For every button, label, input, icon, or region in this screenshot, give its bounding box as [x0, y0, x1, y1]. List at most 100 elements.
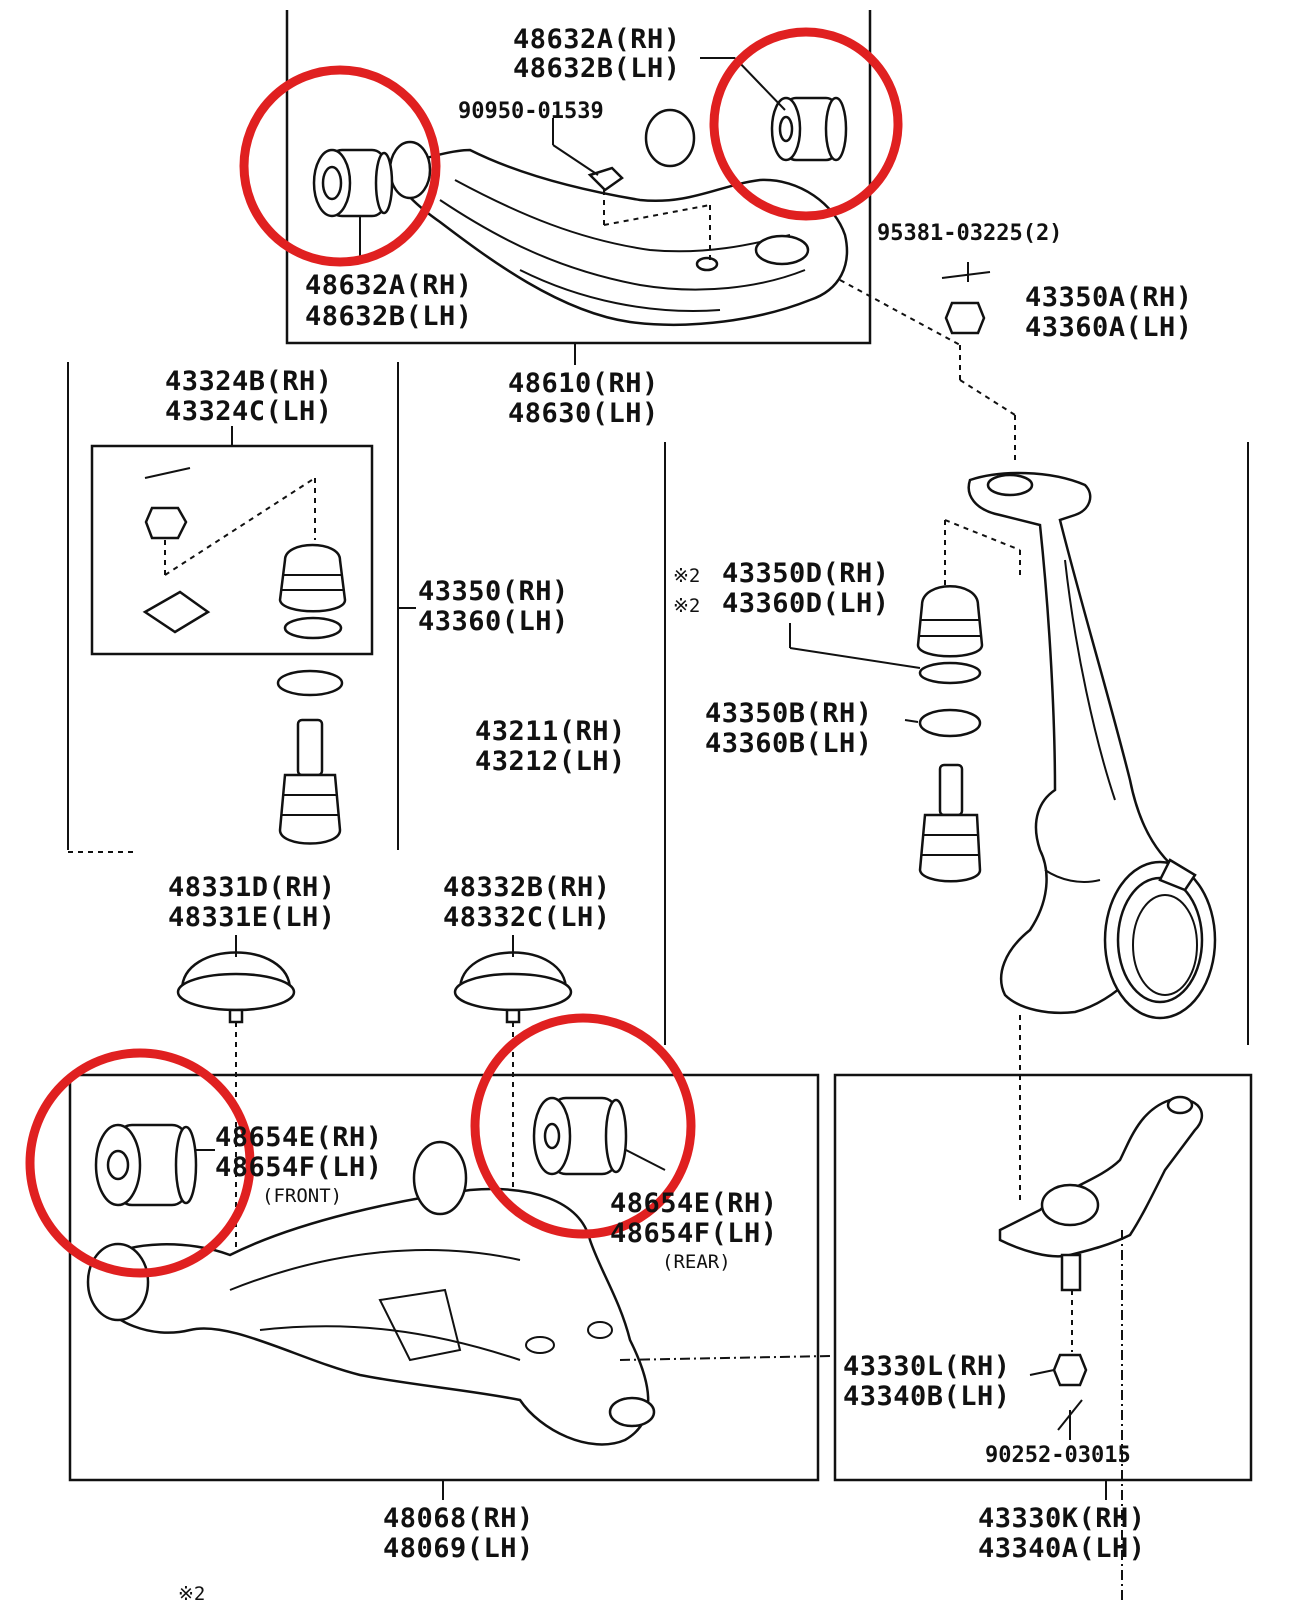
upper-arm-frame [285, 10, 872, 345]
boot-kit-contents [142, 467, 347, 640]
lower-arm-ball-seat [608, 1396, 656, 1428]
lower-arm-front-eye [86, 1242, 150, 1322]
label-48068: 48068(RH) [383, 1503, 534, 1534]
bump-stoppers [176, 935, 573, 1290]
label-48331d: 48331D(RH) [168, 872, 336, 903]
label-48632a-top: 48632A(RH) [513, 24, 681, 55]
lower-arm-hole-1 [525, 1336, 555, 1354]
snap-ring-b-icon [918, 708, 982, 738]
rear-bushing-leader [625, 1149, 666, 1171]
label-mark-2-a: ※2 [673, 565, 700, 587]
hub-bore [1132, 894, 1198, 996]
bolt-leader-2 [552, 144, 599, 176]
label-48654e-rear: 48654E(RH) [610, 1188, 778, 1219]
label-43350a: 43350A(RH) [1025, 282, 1193, 313]
boot-d-ring-icon [918, 661, 982, 685]
cotter-upper-icon [941, 271, 991, 279]
label-48632a-left: 48632A(RH) [305, 270, 473, 301]
upper-castle-nut-icon [944, 301, 986, 335]
ball-stud-icon [296, 718, 324, 777]
lower-arm-rear-eye [412, 1140, 468, 1216]
stopper-right-stud [505, 1008, 521, 1024]
lower-arm-body [98, 1187, 650, 1446]
upper-arm-rib-2 [454, 179, 791, 253]
lower-control-arm [86, 1096, 831, 1446]
lower-ball-joint [998, 1095, 1204, 1600]
snap-ring-b-leader [904, 719, 919, 723]
hub-flange-inner [1116, 876, 1204, 1004]
knuckle-ball-stud-icon [938, 763, 964, 817]
label-48069: 48069(LH) [383, 1533, 534, 1564]
lower-castle-nut-icon [1052, 1353, 1088, 1387]
label-43330k: 43330K(RH) [978, 1503, 1146, 1534]
label-43340a: 43340A(LH) [978, 1533, 1146, 1564]
label-48654e-front: 48654E(RH) [215, 1122, 383, 1153]
lower-arm-rib-1 [229, 1249, 521, 1291]
highlight-circle-lower-rear [470, 1013, 696, 1239]
label-48654f-rear: 48654F(LH) [610, 1218, 778, 1249]
lower-bushing-rear-icon [532, 1096, 628, 1176]
label-43360d: 43360D(LH) [722, 588, 890, 619]
lower-nut-leader [1029, 1369, 1055, 1376]
knuckle-ball-housing-icon [918, 813, 982, 883]
upper-arm-rib-3 [519, 269, 721, 312]
label-48332b: 48332B(RH) [443, 872, 611, 903]
stopper-right-base [453, 972, 573, 1012]
upper-arm-rib-1 [439, 199, 806, 291]
upper-arm-hole [695, 256, 719, 272]
label-43324b: 43324B(RH) [165, 366, 333, 397]
label-90252: 90252-03015 [985, 1443, 1131, 1468]
label-48331e: 48331E(LH) [168, 902, 336, 933]
ball-joint-housing-icon [278, 773, 342, 845]
lower-arm-hole-2 [587, 1321, 613, 1339]
label-front-note: (FRONT) [262, 1185, 342, 1207]
knuckle-ear-icon [1158, 858, 1197, 892]
lower-arm-rib-2 [259, 1325, 521, 1361]
upper-bushing-front-icon [312, 148, 394, 218]
knuckle-rib-2 [1044, 869, 1101, 883]
highlight-circles [25, 27, 903, 1278]
kit-cotter-icon [144, 467, 191, 479]
nut-dash-1 [839, 279, 961, 346]
label-90950: 90950-01539 [458, 99, 604, 124]
boot-d-icon [916, 585, 984, 658]
upper-nut-group [839, 262, 1016, 465]
lower-ball-joint-eye [1166, 1095, 1194, 1115]
lower-ball-joint-frame [833, 1073, 1253, 1482]
label-43350: 43350(RH) [418, 576, 569, 607]
stopper-left-base [176, 972, 296, 1012]
label-43330l: 43330L(RH) [843, 1351, 1011, 1382]
label-43324c: 43324C(LH) [165, 396, 333, 427]
label-48610: 48610(RH) [508, 368, 659, 399]
label-43340b: 43340B(LH) [843, 1381, 1011, 1412]
nut-dash-3 [959, 379, 1016, 416]
boot-d-leader-2 [789, 647, 921, 669]
label-43211: 43211(RH) [475, 716, 626, 747]
label-95381: 95381-03225(2) [877, 221, 1062, 246]
label-48654f-front: 48654F(LH) [215, 1152, 383, 1183]
bolt-90950-icon [587, 166, 624, 225]
label-mark-2-b: ※2 [673, 595, 700, 617]
lower-arm-gusset [378, 1288, 462, 1362]
frames [67, 10, 1253, 1500]
label-48332c: 48332C(LH) [443, 902, 611, 933]
upper-control-arm [312, 57, 849, 326]
snap-ring-left-icon [276, 669, 344, 697]
label-48632b-left: 48632B(LH) [305, 301, 473, 332]
highlight-circle-lower-front [25, 1048, 255, 1278]
knuckle-upper-eye [986, 473, 1034, 497]
upper-arm-front-eye [388, 140, 432, 200]
upper-bushing-rear-icon [770, 96, 848, 162]
label-rear-note: (REAR) [662, 1251, 731, 1273]
knuckle-dash-1 [944, 519, 1021, 551]
upper-ball-joint [276, 669, 344, 845]
label-48632b-top: 48632B(LH) [513, 53, 681, 84]
highlight-circle-upper-front [239, 65, 441, 267]
label-43350d: 43350D(RH) [722, 558, 890, 589]
upper-arm-ball-seat [754, 234, 810, 266]
stopper-left-stud [228, 1008, 244, 1024]
label-43360a: 43360A(LH) [1025, 312, 1193, 343]
label-48630: 48630(LH) [508, 398, 659, 429]
